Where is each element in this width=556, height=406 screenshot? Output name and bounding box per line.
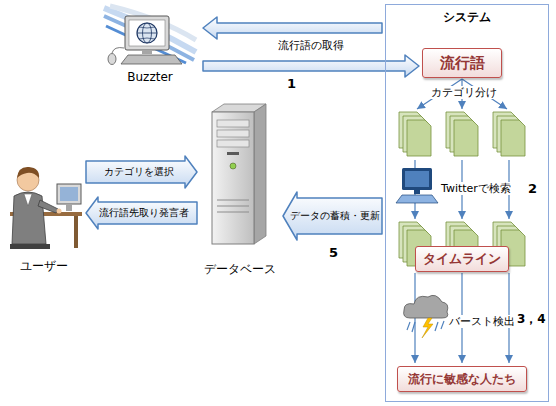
user-figure: [10, 167, 82, 249]
step-label: カテゴリ分け: [430, 86, 498, 99]
arrow-label: 流行語先取り発言者: [93, 202, 195, 224]
block-arrow: [86, 197, 197, 229]
document-page: [501, 120, 525, 156]
block-arrow: [86, 156, 197, 188]
icon-caption: ユーザー: [5, 258, 83, 275]
box-text: タイムライン: [423, 250, 501, 268]
source-site: Buzzter: [100, 4, 200, 84]
process-box: タイムライン: [415, 246, 509, 272]
buzzter-icon: [104, 6, 196, 65]
block-arrow: [203, 17, 382, 39]
arrow-label: カテゴリを選択: [88, 161, 190, 183]
block-arrow: [283, 192, 382, 240]
step-label: バースト検出: [448, 315, 516, 328]
callout-number: 3，4: [516, 312, 547, 326]
arrow-label: 流行語の取得: [241, 39, 381, 53]
user-figure: ユーザー: [5, 150, 83, 275]
result-box: 流行に敏感な人たち: [397, 366, 527, 392]
callout-number: 1: [286, 76, 297, 92]
system-panel: システム流行語タイムライン流行に敏感な人たち: [385, 4, 549, 402]
step-label: Twitterで検索: [440, 182, 512, 195]
database-server: データベース: [200, 100, 280, 278]
document-page: [454, 120, 478, 156]
icon-caption: Buzzter: [100, 70, 200, 84]
callout-number: 5: [328, 245, 339, 261]
search-computer: [396, 168, 438, 203]
burst-cloud: [404, 295, 448, 338]
block-arrow: [203, 55, 419, 77]
document-stacks: [399, 112, 525, 266]
icon-caption: データベース: [200, 261, 280, 278]
panel-title: システム: [386, 9, 548, 26]
callout-number: 2: [527, 181, 538, 197]
box-text: 流行語: [440, 54, 485, 73]
arrow-label: データの蓄積・更新: [290, 198, 380, 234]
document-page: [407, 120, 431, 156]
database-server: [212, 104, 266, 244]
process-box: 流行語: [422, 48, 502, 78]
box-text: 流行に敏感な人たち: [408, 371, 516, 388]
